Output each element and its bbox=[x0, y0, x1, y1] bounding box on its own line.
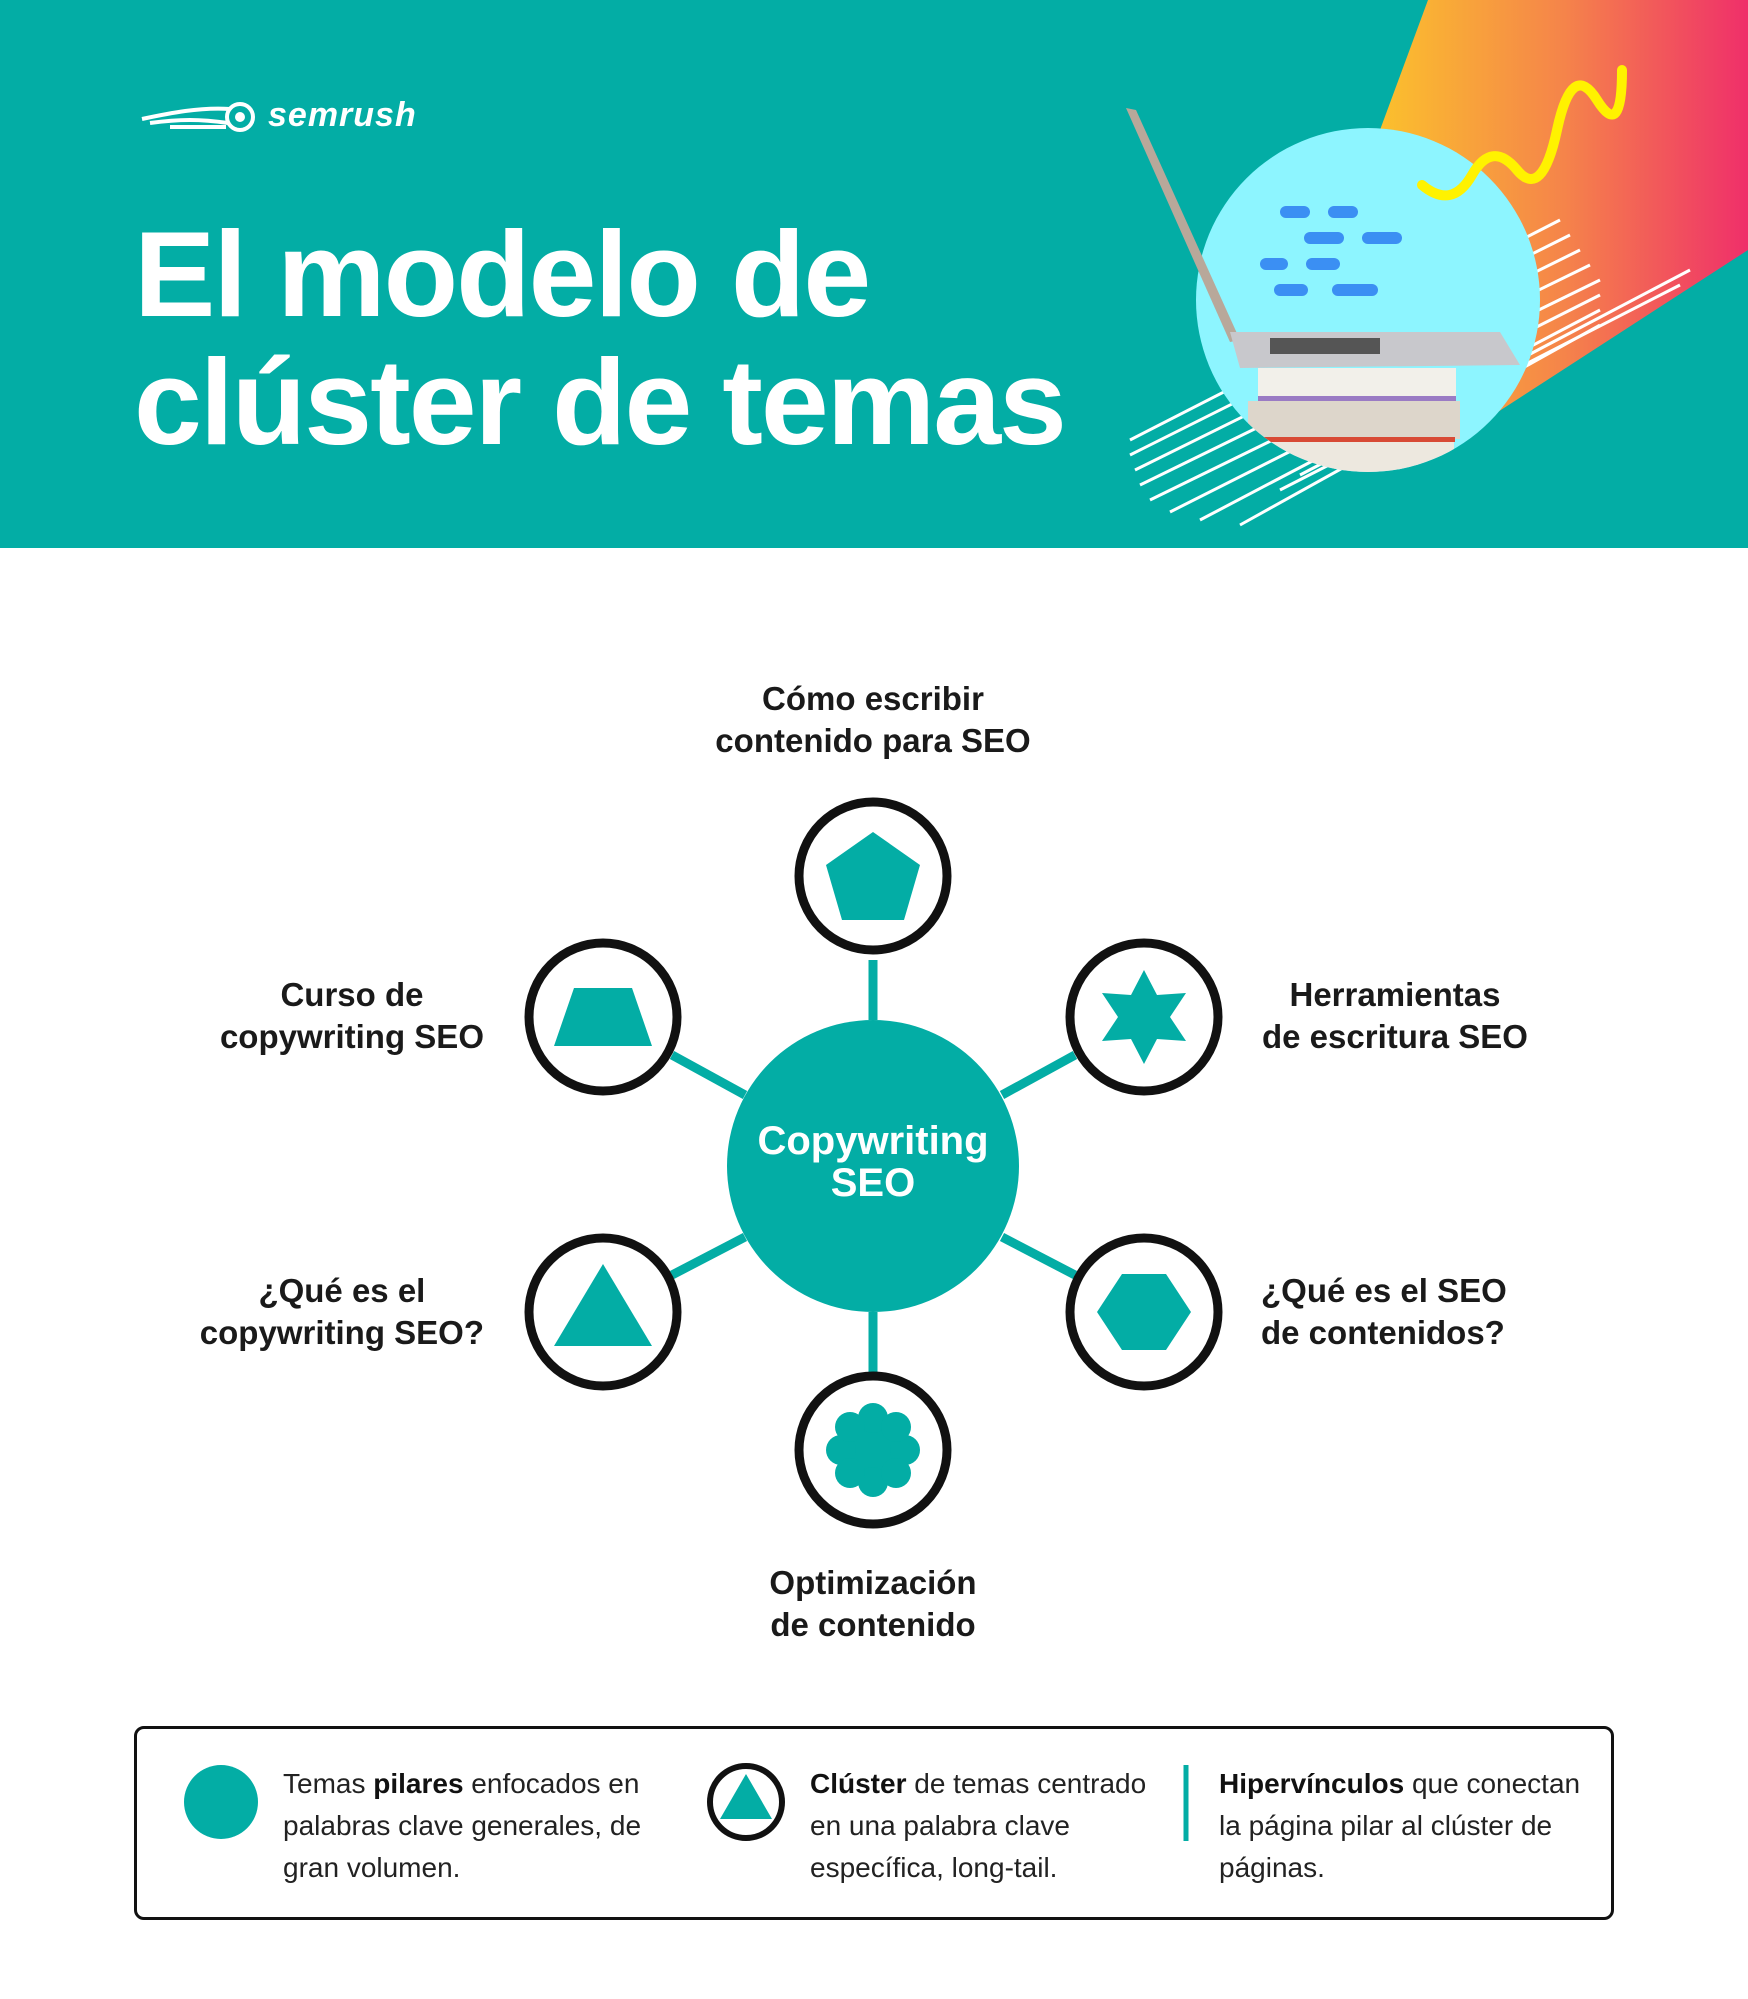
squiggle-decoration bbox=[1417, 65, 1627, 201]
laptop-screen bbox=[1126, 108, 1240, 342]
trapezoid-icon bbox=[554, 988, 652, 1046]
cluster-label-4: Optimización de contenido bbox=[769, 1562, 976, 1646]
cluster-label-1: Cómo escribir contenido para SEO bbox=[715, 678, 1030, 762]
legend-bold: pilares bbox=[373, 1768, 464, 1799]
cluster-label-5: ¿Qué es el copywriting SEO? bbox=[200, 1270, 484, 1354]
cluster-label-2: Herramientas de escritura SEO bbox=[1262, 974, 1528, 1058]
label-line: Herramientas bbox=[1289, 976, 1501, 1013]
semrush-logo[interactable]: semrush bbox=[140, 96, 417, 135]
legend-bold: Clúster bbox=[810, 1768, 907, 1799]
legend-text: enfocados en palabras clave generales, d… bbox=[283, 1768, 642, 1883]
label-line: Optimización bbox=[769, 1564, 977, 1601]
hyperlink-connectors bbox=[669, 960, 1078, 1376]
label-line: Curso de bbox=[280, 976, 424, 1013]
triangle-icon bbox=[554, 1264, 652, 1346]
pillar-legend-icon bbox=[184, 1765, 258, 1839]
label-line: de contenido bbox=[770, 1606, 976, 1643]
laptop-books-illustration bbox=[1126, 0, 1748, 527]
label-line: ¿Qué es el bbox=[258, 1272, 426, 1309]
label-line: copywriting SEO bbox=[219, 1018, 484, 1055]
cluster-legend-icon bbox=[707, 1763, 785, 1841]
pillar-label: Copywriting SEO bbox=[757, 1120, 988, 1204]
pentagon-icon bbox=[826, 832, 920, 920]
legend-bold: Hipervínculos bbox=[1219, 1768, 1405, 1799]
laptop-keyboard bbox=[1270, 338, 1380, 354]
star-icon bbox=[1102, 970, 1186, 1064]
code-dashes-icon bbox=[1260, 206, 1402, 296]
label-line: ¿Qué es el SEO bbox=[1261, 1272, 1507, 1309]
flower-icon bbox=[826, 1403, 920, 1497]
logo-text: semrush bbox=[268, 96, 417, 134]
label-line: contenido para SEO bbox=[715, 722, 1031, 759]
label-line: copywriting SEO? bbox=[199, 1314, 484, 1351]
legend-box: Temas pilares enfocados en palabras clav… bbox=[134, 1726, 1614, 1920]
legend-cluster-text: Clúster de temas centrado en una palabra… bbox=[810, 1763, 1160, 1889]
hexagon-icon bbox=[1097, 1274, 1191, 1350]
title-line-2: clúster de temas bbox=[134, 334, 1067, 470]
cluster-label-3: ¿Qué es el SEO de contenidos? bbox=[1261, 1270, 1507, 1354]
semrush-fireball-icon bbox=[141, 101, 255, 132]
header-banner: semrush El modelo de clúster de temas bbox=[0, 0, 1748, 548]
legend-links-text: Hipervínculos que conectan la página pil… bbox=[1219, 1763, 1589, 1889]
cluster-label-6: Curso de copywriting SEO bbox=[220, 974, 484, 1058]
pillar-label-line-2: SEO bbox=[830, 1161, 916, 1205]
legend-icons bbox=[184, 1763, 1189, 1841]
legend-text: Temas bbox=[283, 1768, 374, 1799]
pillar-circle bbox=[727, 1020, 1019, 1312]
legend-pillar-text: Temas pilares enfocados en palabras clav… bbox=[283, 1763, 683, 1889]
title-line-1: El modelo de bbox=[134, 206, 871, 342]
label-line: Cómo escribir bbox=[762, 680, 984, 717]
label-line: de contenidos? bbox=[1261, 1314, 1505, 1351]
page-title: El modelo de clúster de temas bbox=[134, 206, 1067, 470]
legend-text: que conectan la página pilar al clúster … bbox=[1219, 1768, 1581, 1883]
legend-text: de temas centrado en una palabra clave e… bbox=[810, 1768, 1147, 1883]
label-line: de escritura SEO bbox=[1262, 1018, 1528, 1055]
pillar-label-line-1: Copywriting bbox=[757, 1119, 989, 1163]
